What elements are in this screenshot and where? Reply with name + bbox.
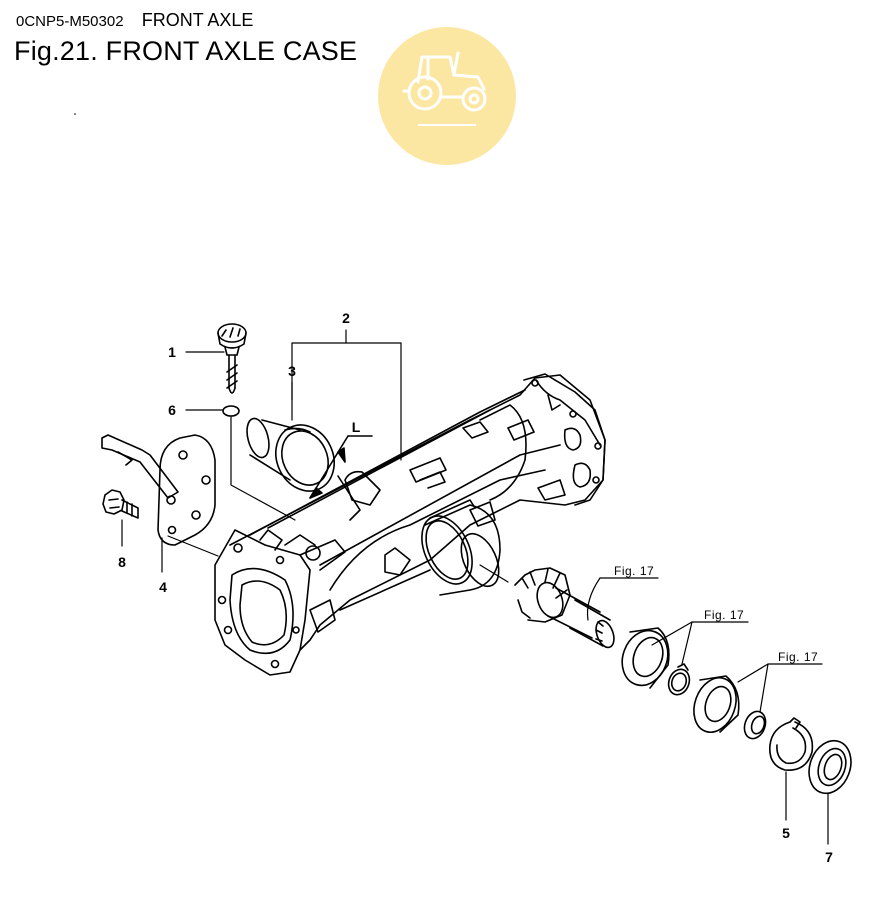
pinion-shaft: [514, 567, 615, 649]
part-5-circlip: [768, 717, 814, 771]
figure-title: Fig.21. FRONT AXLE CASE: [14, 36, 358, 66]
callout-7: 7: [825, 849, 833, 865]
snap-ring-1: [667, 663, 691, 696]
leader-ref3: [737, 663, 769, 713]
part-1-filler-cap: [217, 323, 247, 394]
fig-reference-2: Fig. 17: [704, 608, 744, 622]
bracket-2: [291, 342, 402, 461]
leader-6-to-case: [230, 416, 296, 521]
speck: [74, 113, 76, 115]
callout-6: 6: [168, 402, 176, 418]
leader-center-to-shaft: [479, 564, 509, 583]
callout-2: 2: [342, 310, 350, 326]
part-7-seal: [808, 739, 852, 795]
dimension-label: L: [352, 419, 361, 435]
callout-8: 8: [118, 554, 126, 570]
callout-4: 4: [159, 579, 167, 595]
leader-ref1: [586, 577, 601, 621]
header-code: 0CNP5-M50302 FRONT AXLE: [16, 10, 253, 31]
center-bore: [421, 499, 501, 596]
part-8-bolt: [102, 489, 139, 519]
axle-case-body: [229, 374, 606, 651]
part-6-o-ring: [222, 405, 240, 417]
bearing-1: [621, 627, 670, 689]
tractor-icon: [402, 51, 487, 112]
leader-ref2: [651, 621, 693, 665]
bearing-2: [693, 675, 740, 733]
callout-1: 1: [168, 344, 176, 360]
section-name: FRONT AXLE: [141, 10, 254, 30]
right-flange-housing: [523, 373, 606, 506]
leader-4-to-case: [167, 535, 219, 557]
callout-5: 5: [782, 825, 790, 841]
leader-lines: [121, 329, 829, 845]
dimension-l: [309, 435, 373, 521]
tractor-logo: [378, 27, 516, 165]
part-3-bushing: [246, 417, 335, 492]
part-code: 0CNP5-M50302: [16, 13, 124, 30]
callout-3: 3: [288, 363, 296, 379]
fig-reference-3: Fig. 17: [778, 650, 818, 664]
left-flange-housing: [214, 529, 346, 676]
fig-reference-1: Fig. 17: [614, 564, 654, 578]
collar: [743, 710, 767, 740]
part-4-bracket-plate: [101, 434, 216, 546]
